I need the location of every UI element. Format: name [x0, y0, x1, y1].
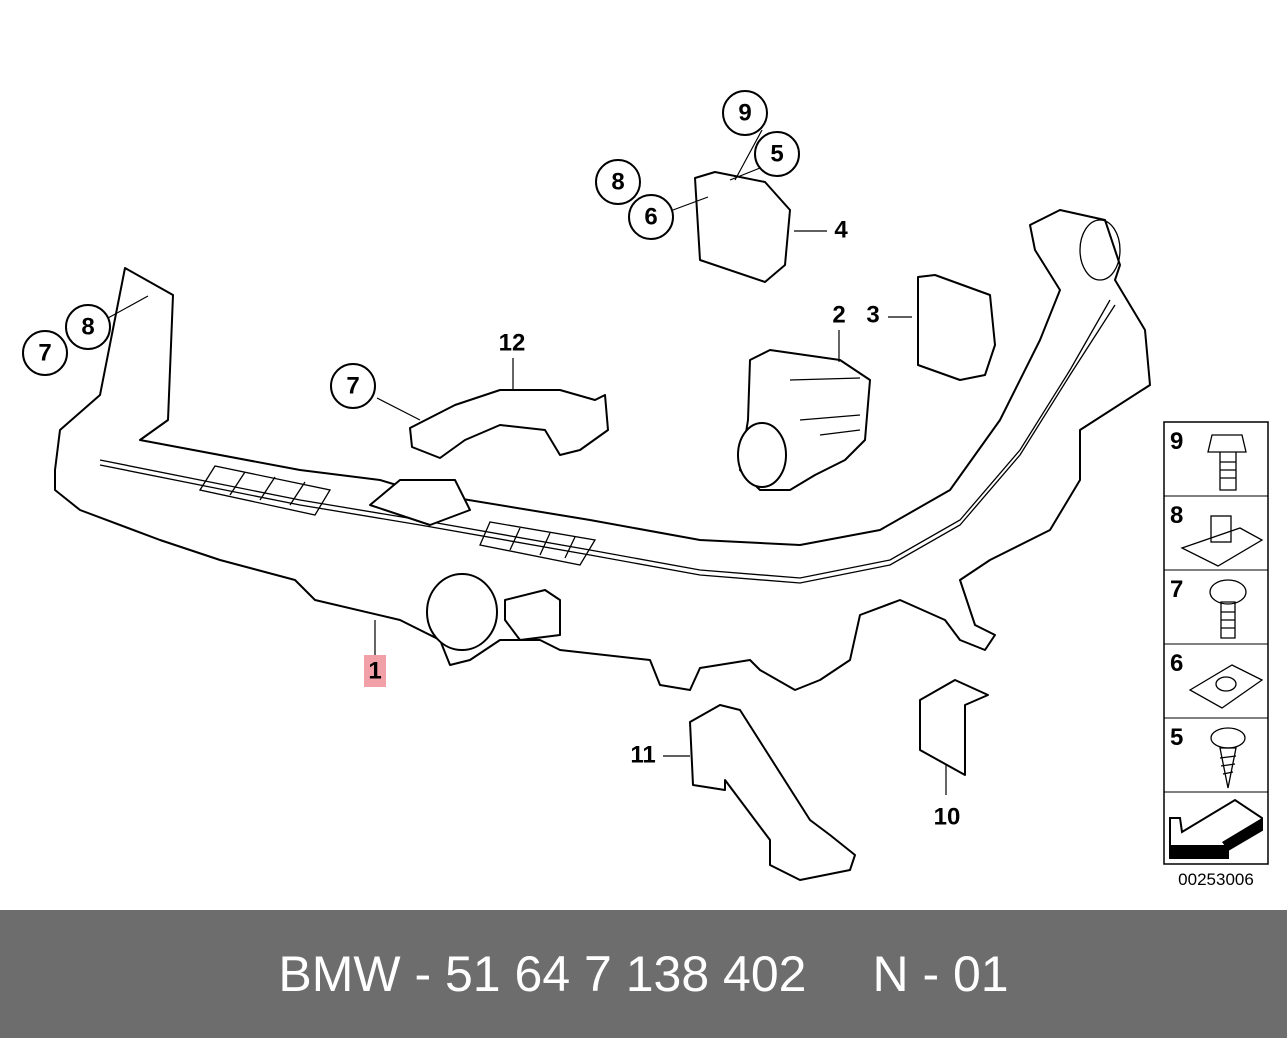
bracket-part-10 — [919, 679, 989, 776]
plate-part-3 — [917, 274, 996, 381]
callout-1-highlight — [364, 655, 386, 687]
svg-text:9: 9 — [738, 100, 751, 127]
callout-1: 1 — [368, 658, 381, 685]
hex-bolt-icon — [1207, 434, 1247, 491]
svg-text:6: 6 — [644, 204, 657, 231]
position-code: N - 01 — [872, 946, 1009, 1002]
callout-8: 8 — [595, 159, 641, 205]
legend-number: 9 — [1170, 428, 1183, 455]
self-tapping-screw-icon — [1210, 727, 1246, 789]
bumper-carrier-part — [54, 209, 1151, 691]
callout-7: 7 — [22, 330, 68, 376]
torx-screw-icon — [1209, 579, 1247, 639]
callout-9: 9 — [722, 90, 768, 136]
footer-bar: BMW - 51 64 7 138 402 N - 01 — [0, 910, 1287, 1038]
svg-text:7: 7 — [38, 340, 51, 367]
svg-text:8: 8 — [81, 314, 94, 341]
leader-lines — [107, 129, 947, 795]
callout-10: 10 — [934, 804, 961, 831]
callout-2: 2 — [832, 302, 845, 329]
direction-arrow-icon — [1169, 798, 1263, 859]
callout-6: 6 — [628, 194, 674, 240]
cage-nut-icon — [1180, 515, 1264, 567]
legend-number: 6 — [1170, 650, 1183, 677]
svg-text:7: 7 — [346, 373, 359, 400]
clip-nut-icon — [1188, 664, 1264, 709]
callout-3: 3 — [866, 302, 879, 329]
legend-number: 5 — [1170, 724, 1183, 751]
callout-8: 8 — [65, 304, 111, 350]
bracket-part-12 — [409, 389, 609, 459]
svg-text:5: 5 — [770, 141, 783, 168]
bracket-part-11 — [689, 704, 856, 881]
callout-7: 7 — [330, 363, 376, 409]
plate-part-4 — [694, 171, 791, 283]
legend-number: 7 — [1170, 576, 1183, 603]
fastener-legend: 9 8 7 6 5 00253006 — [1163, 421, 1269, 889]
parts-diagram: 9 5 8 6 8 7 7 4 2 3 12 1 11 10 9 8 7 6 5… — [22, 90, 1269, 889]
callout-12: 12 — [499, 330, 526, 357]
legend-number: 8 — [1170, 502, 1183, 529]
callout-11: 11 — [630, 742, 655, 769]
callout-4: 4 — [834, 217, 848, 244]
svg-text:8: 8 — [611, 169, 624, 196]
part-number: BMW - 51 64 7 138 402 — [278, 946, 807, 1002]
connector-housing-part-2 — [737, 349, 871, 491]
callout-5: 5 — [754, 131, 800, 177]
diagram-code: 00253006 — [1178, 870, 1254, 889]
